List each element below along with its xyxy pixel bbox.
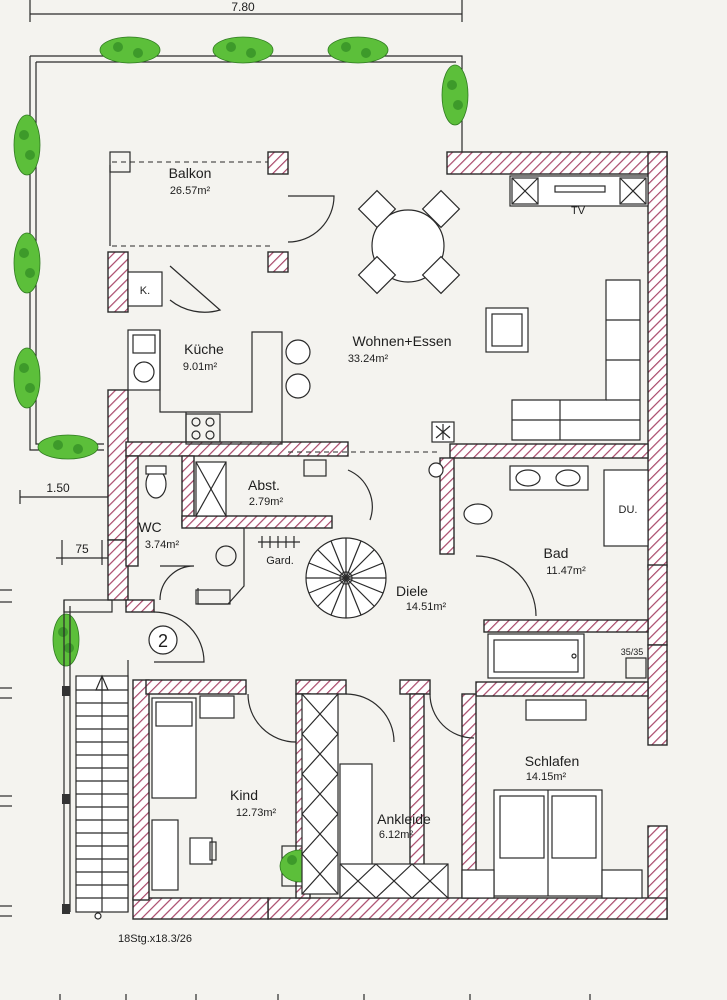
room-area-kind: 12.73m²: [236, 807, 277, 819]
room-area-balkon: 26.57m²: [170, 185, 211, 197]
room-name-ankleide: Ankleide: [377, 811, 431, 827]
kitchen-fittings: [127, 271, 311, 445]
dimension-wc-offset: 75: [75, 542, 89, 556]
room-name-schlafen: Schlafen: [525, 753, 579, 769]
armchair: [485, 307, 529, 353]
dimension-left: 1.50: [46, 481, 70, 495]
room-area-kueche: 9.01m²: [183, 361, 218, 373]
room-area-bad: 11.47m²: [546, 565, 586, 577]
room-area-diele: 14.51m²: [406, 601, 447, 613]
room-name-balkon: Balkon: [169, 165, 212, 181]
stairs-spec: 18Stg.x18.3/26: [118, 933, 192, 945]
shaft-label: 35/35: [621, 647, 644, 657]
shower-label: DU.: [619, 504, 638, 516]
fireplace-vent: [431, 421, 455, 443]
kitchen-k-label: K.: [140, 285, 150, 297]
room-name-diele: Diele: [396, 583, 428, 599]
room-name-kind: Kind: [230, 787, 258, 803]
room-area-wc: 3.74m²: [145, 539, 180, 551]
child-desk: [151, 819, 217, 891]
child-bed: [151, 695, 235, 799]
room-area-schlafen: 14.15m²: [526, 771, 567, 783]
tv-unit: [509, 175, 649, 207]
tv-label: TV: [571, 205, 586, 217]
bathroom-fittings: [428, 462, 649, 679]
room-area-abst: 2.79m²: [249, 496, 284, 508]
room-name-kueche: Küche: [184, 341, 224, 357]
room-name-wc: WC: [138, 519, 161, 535]
dining-table: [357, 189, 461, 295]
wardrobe-label: Gard.: [266, 555, 294, 567]
balcony-planters: [13, 36, 469, 667]
room-area-wohnen: 33.24m²: [348, 353, 389, 365]
bottom-ticks: [59, 994, 591, 1000]
unit-number-marker: [148, 625, 178, 655]
room-name-abst: Abst.: [248, 477, 280, 493]
storage-shelf: [195, 459, 327, 517]
spiral-staircase: [305, 537, 387, 619]
outer-walls: [107, 151, 668, 920]
unit-number: 2: [158, 631, 168, 651]
sofa: [511, 279, 641, 441]
main-staircase: [62, 599, 129, 920]
room-area-ankleide: 6.12m²: [379, 829, 414, 841]
room-name-bad: Bad: [544, 545, 569, 561]
doors: [153, 195, 537, 743]
room-name-wohnen: Wohnen+Essen: [353, 333, 452, 349]
wc-fittings: [145, 465, 245, 605]
dimension-top: 7.80: [231, 0, 255, 14]
closet-shelves: [301, 693, 449, 899]
coat-rail: [258, 536, 300, 548]
double-bed: [461, 699, 643, 899]
